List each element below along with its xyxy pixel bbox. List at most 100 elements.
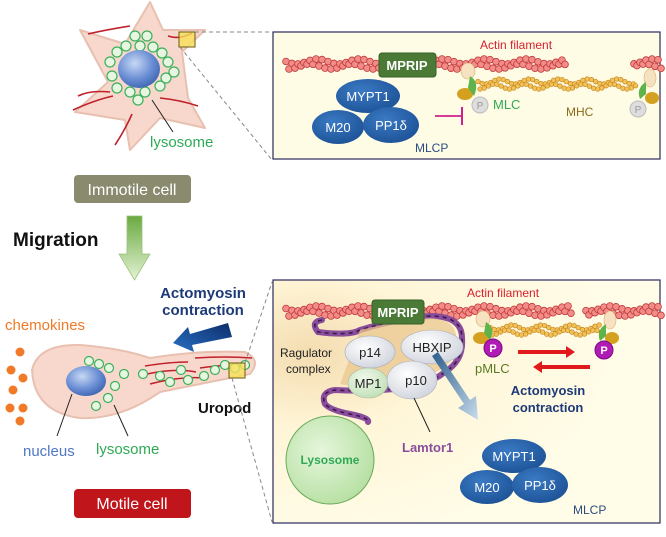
bead [567,309,575,318]
myosin-mhc-bottom [487,322,604,338]
bead [592,79,599,85]
top-detail-panel: Actin filament P P MLC MHC MPRIP MYPT1 M… [272,31,665,160]
bead [534,78,540,85]
bead [516,324,523,331]
bead [628,85,634,91]
m20-blob [312,110,364,144]
myosin-head-bottom-left [473,310,493,344]
actomyosin-label-line2: contraction [162,302,244,319]
bead [618,77,624,83]
bead [541,322,548,329]
bead [569,329,575,335]
bead [561,60,569,69]
bead [514,331,520,337]
actin-filament-bottom [282,302,665,320]
bead [620,85,626,91]
bead [564,302,572,310]
m20-label-bottom: M20 [474,480,499,495]
migration-label: Migration [13,230,99,251]
bead [613,76,620,82]
ragulator-label-line1: Ragulator [280,346,332,360]
mypt1-label-top: MYPT1 [346,89,389,104]
bead [506,86,513,92]
mprip-box [378,52,437,78]
phospho-active-right-label: P [600,345,607,357]
m20-blob-bottom [460,470,514,504]
phospho-label-left: P [477,101,484,112]
contraction-arrows [518,346,590,373]
p10-label: p10 [405,373,427,388]
p10-blob [386,360,438,400]
uropod-label: Uropod [198,400,251,417]
mypt1-blob [336,79,400,113]
bead [498,83,504,89]
bead [654,55,662,64]
myosin-head-bottom-right [598,310,619,344]
bead [581,331,588,337]
bead [559,76,565,83]
bead [475,78,481,85]
hbxip-label: HBXIP [412,340,451,355]
mprip-label-bottom: MPRIP [377,305,419,320]
nucleus-pointer [56,393,73,437]
mprip-label-top: MPRIP [386,58,428,73]
zoom-box-top [178,31,196,48]
bead [540,85,546,91]
lysosome-pointer [151,99,174,133]
bead [575,324,581,331]
actin-label-top: Actin filament [480,38,553,52]
mypt1-blob-bottom [482,439,546,473]
bead [657,311,665,320]
chemokine-dots [5,347,28,426]
release-arrow [432,352,478,420]
lysosome-pointer-bottom [113,404,129,437]
pp1d-label-top: PP1δ [375,118,407,133]
immotile-cell: lysosome [72,1,213,151]
bead [577,332,583,338]
mprip-box-bottom [371,299,425,325]
bead [510,329,516,335]
bead [502,85,508,91]
lysosome-label-top: lysosome [150,134,213,151]
phospho-circle-left [471,96,489,114]
contraction-label-line2: contraction [513,400,584,415]
myosin-head-left [457,62,477,100]
motile-cell: chemokines nucleus lysosome Uropod [5,317,256,460]
bead [546,324,552,331]
bead [544,331,550,337]
bead [512,322,518,329]
bead [532,85,538,91]
bead [654,302,662,311]
mlcp-label-top: MLCP [415,141,448,155]
lysosome-organelle-label: Lysosome [301,453,360,467]
myosin-mhc-top [475,76,639,92]
motile-label: Motile cell [96,496,167,513]
bead [529,76,536,83]
bead [590,85,597,91]
immotile-badge: Immotile cell [74,175,191,203]
bead [511,85,517,91]
bottom-detail-panel: Actin filament MPRIP Ragulator complex p… [272,279,665,524]
bead [569,85,576,91]
bead [565,86,571,92]
zoom-box-bottom [228,362,246,379]
bead [584,76,590,82]
hbxip-blob [400,329,464,365]
p14-label: p14 [359,345,381,360]
ragulator-label-line2: complex [286,362,331,376]
zoom-lines-top [179,31,273,161]
bead [552,331,558,337]
pp1d-blob [363,107,419,143]
bead [555,76,561,82]
phospho-label-right: P [635,105,642,116]
lamtor1-label: Lamtor1 [402,440,453,455]
bead [622,79,628,85]
bead [588,77,595,83]
mypt1-label-bottom: MYPT1 [492,449,535,464]
phospho-active-left [483,338,503,358]
nucleus-label: nucleus [23,443,75,460]
pp1d-blob-bottom [512,467,568,503]
bead [527,83,534,89]
bead [548,332,554,338]
bead [573,331,579,337]
